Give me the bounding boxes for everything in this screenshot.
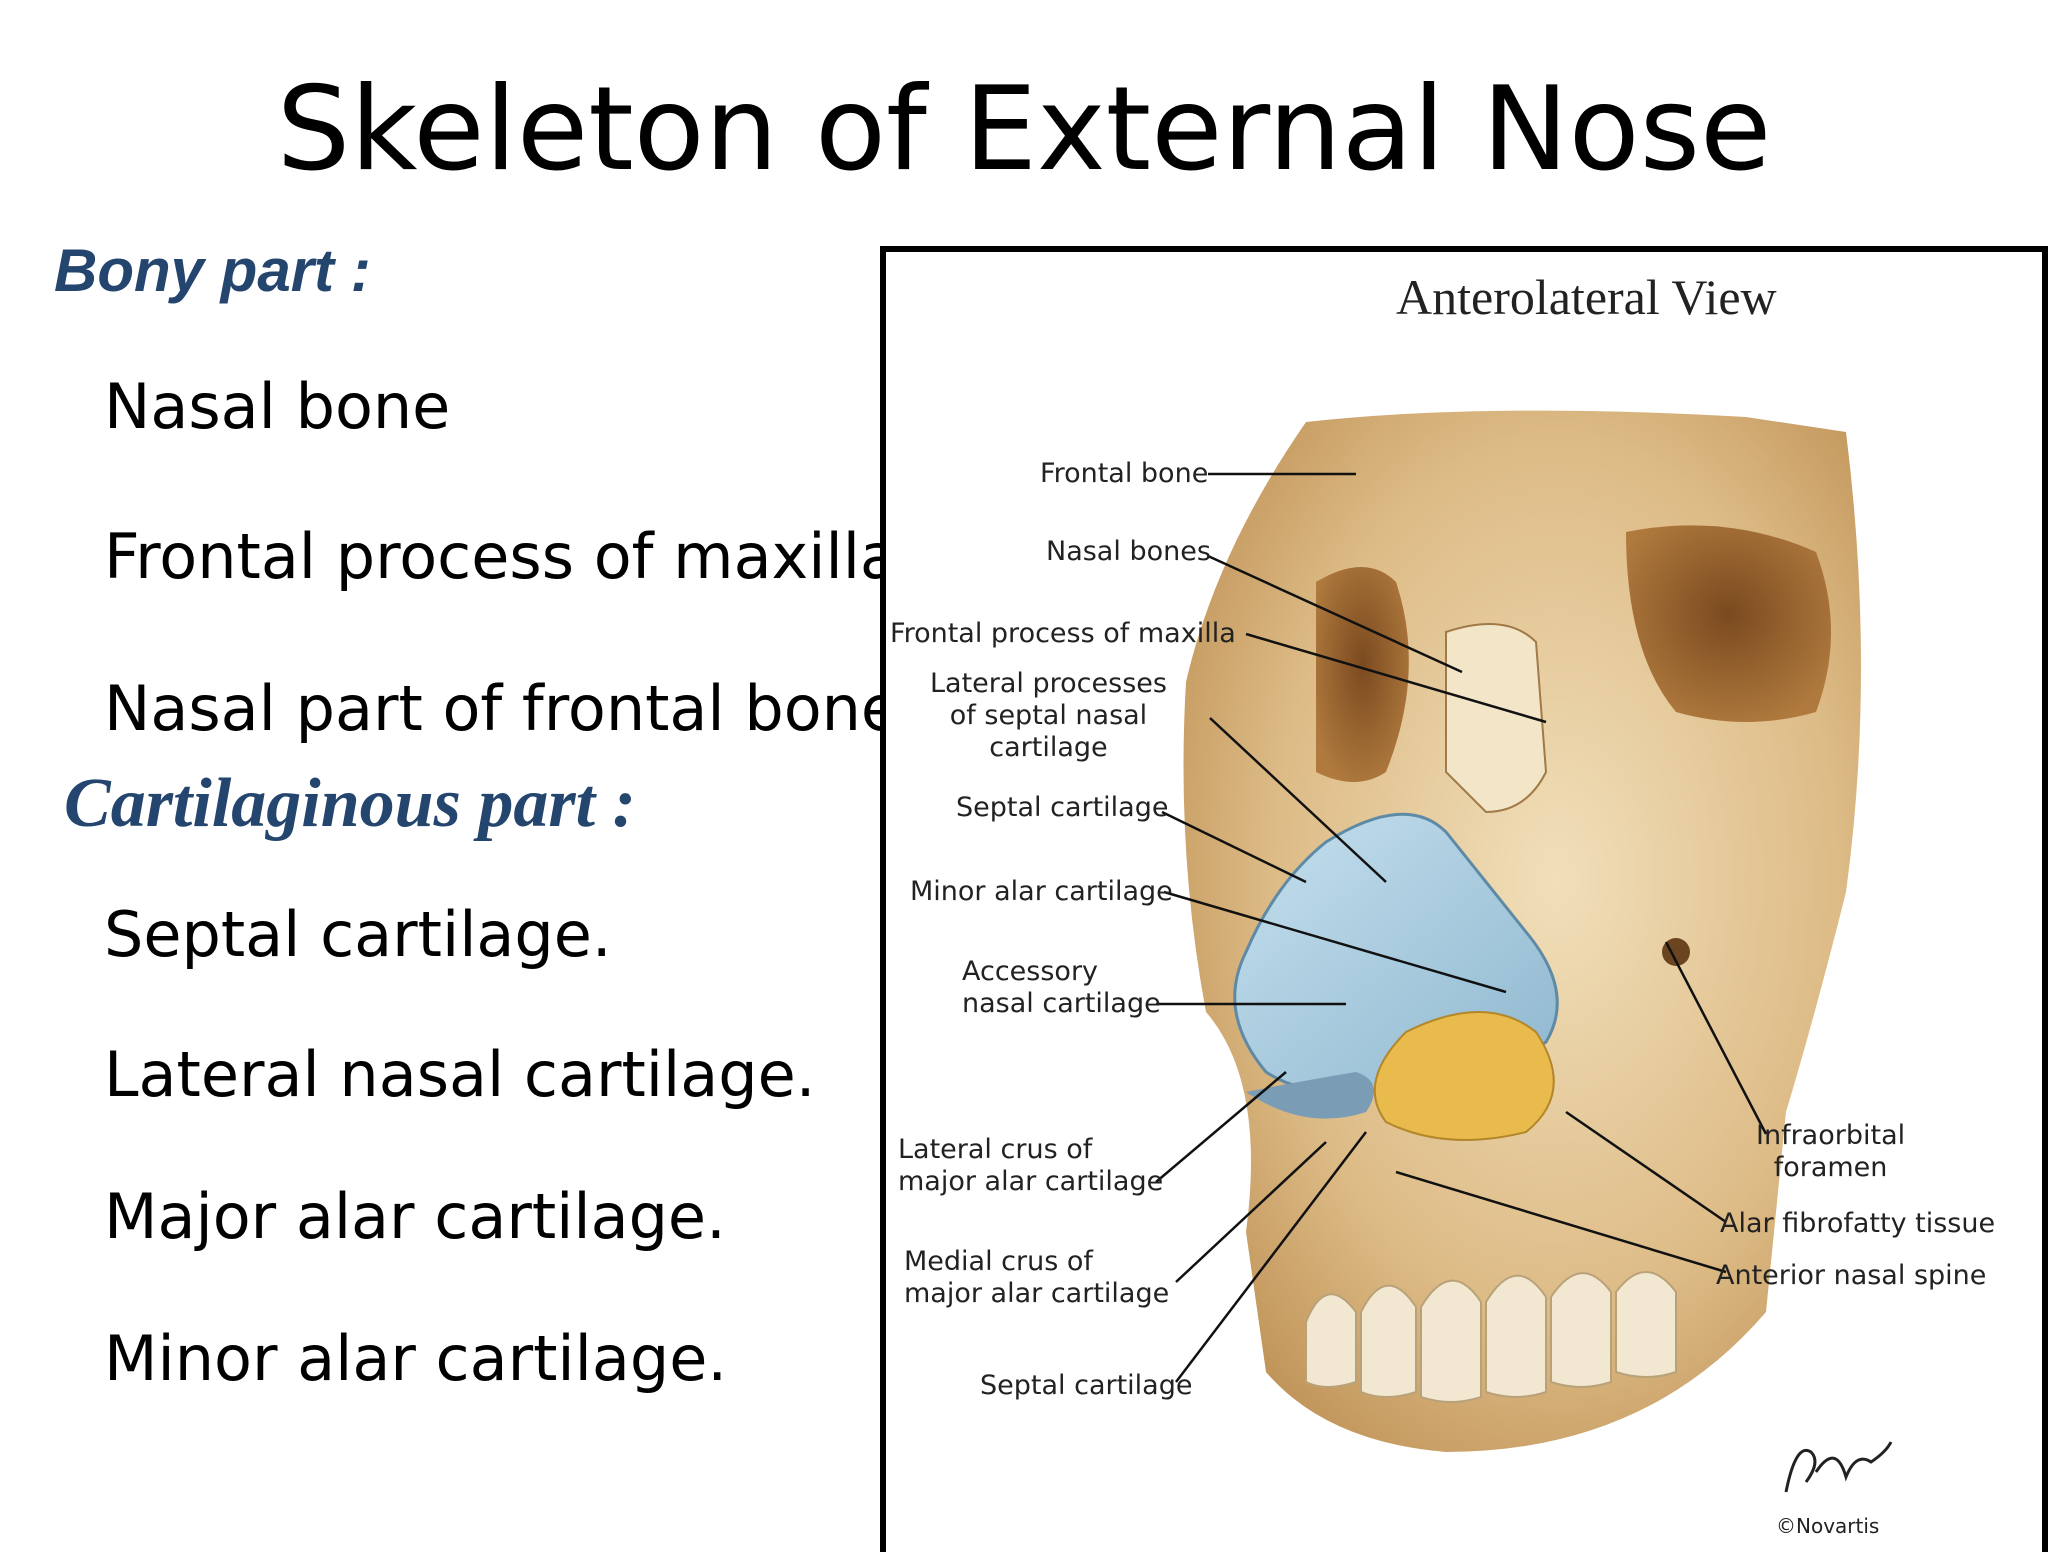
- skull-illustration: [1155, 410, 1861, 1452]
- anatomy-figure: Anterolateral View Frontal bone Nasal bo…: [880, 246, 2048, 1552]
- cart-item-lateral-nasal: Lateral nasal cartilage.: [104, 1038, 816, 1111]
- cart-item-minor-alar: Minor alar cartilage.: [104, 1322, 728, 1395]
- slide-title: Skeleton of External Nose: [276, 62, 1772, 197]
- bony-item-nasal-bone: Nasal bone: [104, 370, 451, 443]
- label-frontal-process: Frontal process of maxilla: [890, 618, 1236, 649]
- leader-lines: [1155, 472, 1768, 1383]
- label-medial-crus: Medial crus of major alar cartilage: [904, 1246, 1170, 1309]
- nostril: [1246, 1072, 1374, 1119]
- label-minor-alar: Minor alar cartilage: [910, 876, 1173, 907]
- label-lateral-crus: Lateral crus of major alar cartilage: [898, 1134, 1164, 1197]
- bony-part-heading: Bony part :: [54, 237, 371, 304]
- alar-fatty-tissue: [1373, 1011, 1555, 1141]
- label-infraorbital-foramen: Infraorbital foramen: [1756, 1120, 1906, 1183]
- bony-item-nasal-part-frontal: Nasal part of frontal bone: [104, 672, 900, 745]
- cart-item-major-alar: Major alar cartilage.: [104, 1180, 726, 1253]
- label-accessory-nasal: Accessory nasal cartilage: [962, 956, 1161, 1019]
- artist-signature: [1784, 1441, 1893, 1493]
- label-nasal-bones: Nasal bones: [1046, 536, 1211, 567]
- label-alar-fibrofatty: Alar fibrofatty tissue: [1720, 1208, 1996, 1239]
- label-frontal-bone: Frontal bone: [1040, 458, 1209, 489]
- bony-item-frontal-process: Frontal process of maxilla: [104, 520, 898, 593]
- right-orbit: [1626, 525, 1831, 722]
- infraorbital-foramen: [1662, 938, 1690, 966]
- label-lateral-processes: Lateral processes of septal nasal cartil…: [930, 668, 1167, 763]
- left-orbit: [1316, 567, 1409, 782]
- teeth: [1305, 1271, 1677, 1403]
- nasal-bone-region: [1445, 623, 1548, 814]
- label-septal-cartilage-bottom: Septal cartilage: [980, 1370, 1193, 1401]
- figure-view-title: Anterolateral View: [1396, 269, 1777, 325]
- label-septal-cartilage-top: Septal cartilage: [956, 792, 1169, 823]
- figure-credit: ©Novartis: [1776, 1514, 1880, 1538]
- cartilaginous-part-heading: Cartilaginous part :: [64, 765, 636, 842]
- cart-item-septal: Septal cartilage.: [104, 898, 612, 971]
- label-anterior-nasal-spine: Anterior nasal spine: [1716, 1260, 1987, 1291]
